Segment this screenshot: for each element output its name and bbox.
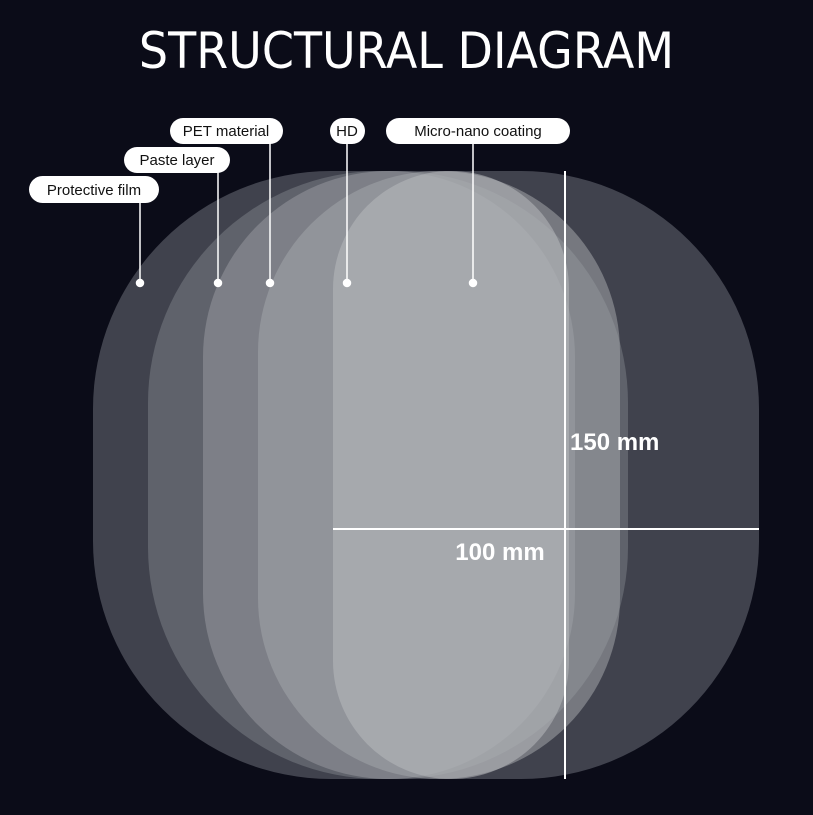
label-coating-text: Micro-nano coating — [414, 123, 542, 140]
pointer-dot-coating — [468, 278, 478, 288]
pointer-dot-hd — [342, 278, 352, 288]
label-protective-text: Protective film — [47, 182, 141, 199]
width-dimension-label: 100 mm — [455, 539, 544, 566]
label-pet-text: PET material — [183, 123, 269, 140]
pointer-dot-pet — [265, 278, 275, 288]
layer-coating-shape — [333, 171, 569, 779]
label-coating: Micro-nano coating — [386, 118, 570, 144]
label-hd-text: HD — [336, 123, 358, 140]
page-title: STRUCTURAL DIAGRAM — [138, 22, 675, 80]
label-hd: HD — [330, 118, 365, 144]
label-pet: PET material — [170, 118, 283, 144]
height-dimension-label: 150 mm — [570, 429, 659, 456]
pointer-dot-protective — [135, 278, 145, 288]
label-protective: Protective film — [29, 176, 159, 203]
label-paste: Paste layer — [124, 147, 230, 173]
pointer-dot-paste — [213, 278, 223, 288]
label-paste-text: Paste layer — [139, 152, 214, 169]
